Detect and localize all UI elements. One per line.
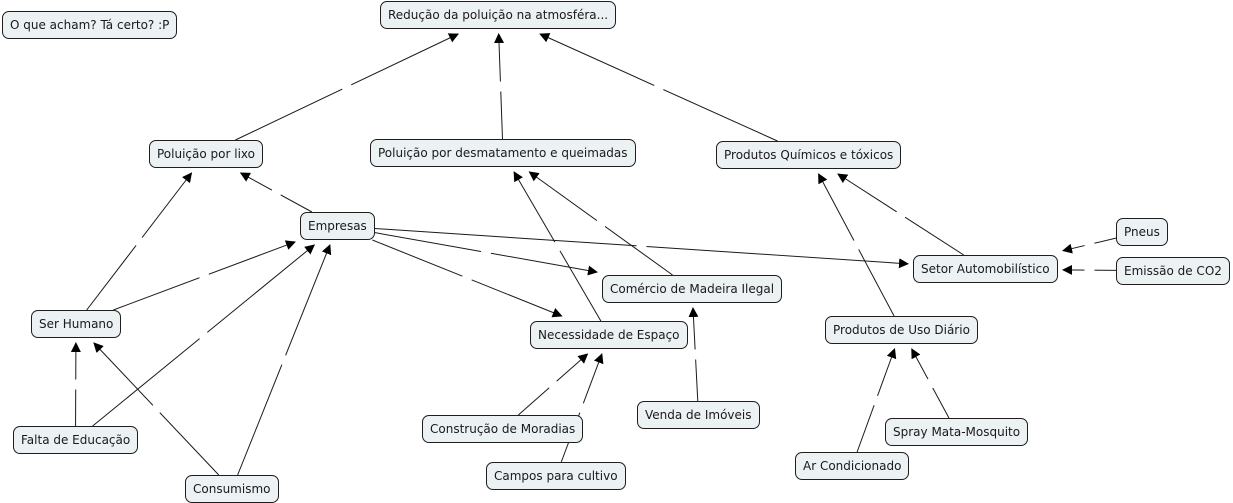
edge-label-gap xyxy=(852,239,860,251)
node-empresas[interactable]: Empresas xyxy=(300,212,375,240)
node-espaco[interactable]: Necessidade de Espaço xyxy=(530,321,688,349)
node-pneus[interactable]: Pneus xyxy=(1116,218,1168,246)
node-setor[interactable]: Setor Automobilístico xyxy=(913,255,1058,283)
edge-label-gap xyxy=(926,378,935,389)
node-co2[interactable]: Emissão de CO2 xyxy=(1116,257,1230,285)
node-ar[interactable]: Ar Condicionado xyxy=(795,452,910,480)
edge-label-gap xyxy=(198,331,209,340)
edge-label-gap xyxy=(151,404,161,414)
edge-label-gap xyxy=(134,236,144,247)
edge-label-gap xyxy=(461,274,473,282)
node-imoveis[interactable]: Venda de Imóveis xyxy=(637,401,760,429)
node-desmatamento[interactable]: Poluição por desmatamento e queimadas xyxy=(370,139,636,167)
node-moradias[interactable]: Construção de Moradias xyxy=(422,415,584,443)
edge-label-gap xyxy=(553,241,562,252)
node-educacao[interactable]: Falta de Educação xyxy=(13,426,139,454)
edge-label-gap xyxy=(653,84,664,91)
edge-label-gap xyxy=(872,395,879,406)
node-quimicos[interactable]: Produtos Químicos e tóxicos xyxy=(716,141,902,169)
edge-label-gap xyxy=(636,244,647,249)
node-lixo[interactable]: Poluição por lixo xyxy=(149,140,263,168)
node-campos[interactable]: Campos para cultivo xyxy=(486,462,626,490)
edge-label-gap xyxy=(198,272,210,280)
node-spray[interactable]: Spray Mata-Mosquito xyxy=(885,418,1029,446)
edge-label-gap xyxy=(895,210,906,219)
edge-label-gap xyxy=(693,349,698,360)
edge-label-gap xyxy=(341,83,352,91)
node-madeira[interactable]: Comércio de Madeira Ilegal xyxy=(602,275,783,303)
node-consumismo[interactable]: Consumismo xyxy=(185,475,279,503)
edge-label-gap xyxy=(1084,241,1095,248)
edge-label-gap xyxy=(596,219,606,228)
node-uso[interactable]: Produtos de Uso Diário xyxy=(825,316,978,344)
edge-label-gap xyxy=(480,250,492,255)
edge-label-gap xyxy=(271,188,282,197)
node-humano[interactable]: Ser Humano xyxy=(31,310,122,338)
edge-label-gap xyxy=(548,380,558,389)
node-reducao[interactable]: Redução da poluição na atmosféra... xyxy=(380,1,617,29)
node-comment[interactable]: O que acham? Tá certo? :P xyxy=(2,11,178,39)
edge-label-gap xyxy=(280,354,288,366)
edge-label-gap xyxy=(578,402,585,414)
